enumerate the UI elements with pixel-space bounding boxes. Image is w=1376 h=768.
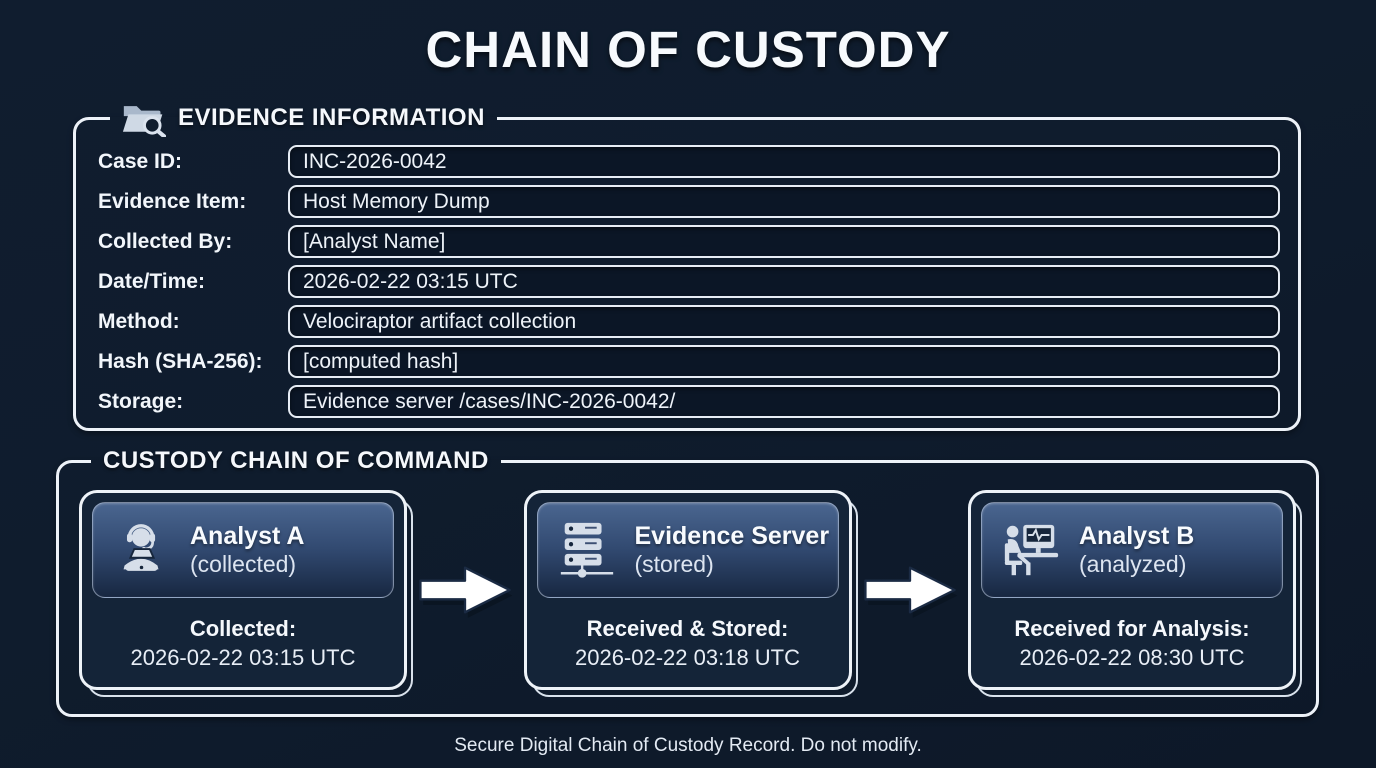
- node-title: Analyst A: [190, 522, 305, 551]
- analyst-headset-icon: [109, 517, 175, 583]
- node-event-time: 2026-02-22 03:15 UTC: [130, 644, 356, 670]
- field-label: Case ID:: [98, 149, 183, 173]
- evidence-section-heading: EVIDENCE INFORMATION: [110, 99, 497, 137]
- field-label: Storage:: [98, 389, 184, 413]
- date-time-field[interactable]: 2026-02-22 03:15 UTC: [288, 265, 1280, 298]
- custody-section-heading: CUSTODY CHAIN OF COMMAND: [103, 447, 489, 474]
- collected-by-field[interactable]: [Analyst Name]: [288, 225, 1280, 258]
- custody-node-card: Analyst B (analyzed) Received for Analys…: [968, 490, 1296, 690]
- node-subtitle: (analyzed): [1079, 551, 1187, 578]
- field-label: Collected By:: [98, 229, 233, 253]
- node-header: Analyst A (collected): [92, 502, 394, 598]
- server-icon: [554, 517, 620, 583]
- field-label: Date/Time:: [98, 269, 205, 293]
- node-header: Evidence Server (stored): [536, 502, 839, 598]
- method-field[interactable]: Velociraptor artifact collection: [288, 305, 1280, 338]
- field-label: Hash (SHA-256):: [98, 349, 263, 373]
- evidence-item-field[interactable]: Host Memory Dump: [288, 185, 1280, 218]
- node-title: Analyst B: [1079, 522, 1195, 551]
- custody-node-card: Evidence Server (stored) Received & Stor…: [523, 490, 852, 690]
- case-id-field[interactable]: INC-2026-0042: [288, 145, 1280, 178]
- node-event-label: Received for Analysis:: [1014, 616, 1250, 641]
- flow-arrow-icon: [412, 555, 518, 625]
- analyst-workstation-icon: [998, 517, 1064, 583]
- custody-node-card: Analyst A (collected) Collected: 2026-02…: [79, 490, 407, 690]
- flow-arrow-icon: [857, 555, 963, 625]
- node-event-time: 2026-02-22 03:18 UTC: [574, 644, 801, 670]
- page-title: CHAIN OF CUSTODY: [425, 21, 951, 78]
- node-event-time: 2026-02-22 08:30 UTC: [1019, 644, 1245, 670]
- folder-search-icon: [122, 99, 166, 137]
- node-title: Evidence Server: [634, 522, 830, 551]
- storage-field[interactable]: Evidence server /cases/INC-2026-0042/: [288, 385, 1280, 418]
- node-subtitle: (stored): [634, 551, 714, 578]
- hash-field[interactable]: [computed hash]: [288, 345, 1280, 378]
- node-event-label: Collected:: [189, 616, 297, 641]
- node-event-label: Received & Stored:: [586, 616, 789, 641]
- field-label: Evidence Item:: [98, 189, 247, 213]
- node-header: Analyst B (analyzed): [981, 502, 1283, 598]
- custody-section: CUSTODY CHAIN OF COMMAND: [56, 447, 1319, 717]
- node-subtitle: (collected): [190, 551, 297, 578]
- field-label: Method:: [98, 309, 180, 333]
- evidence-section: EVIDENCE INFORMATION Case ID: INC-2026-0…: [73, 99, 1301, 431]
- footer-note: Secure Digital Chain of Custody Record. …: [454, 735, 922, 756]
